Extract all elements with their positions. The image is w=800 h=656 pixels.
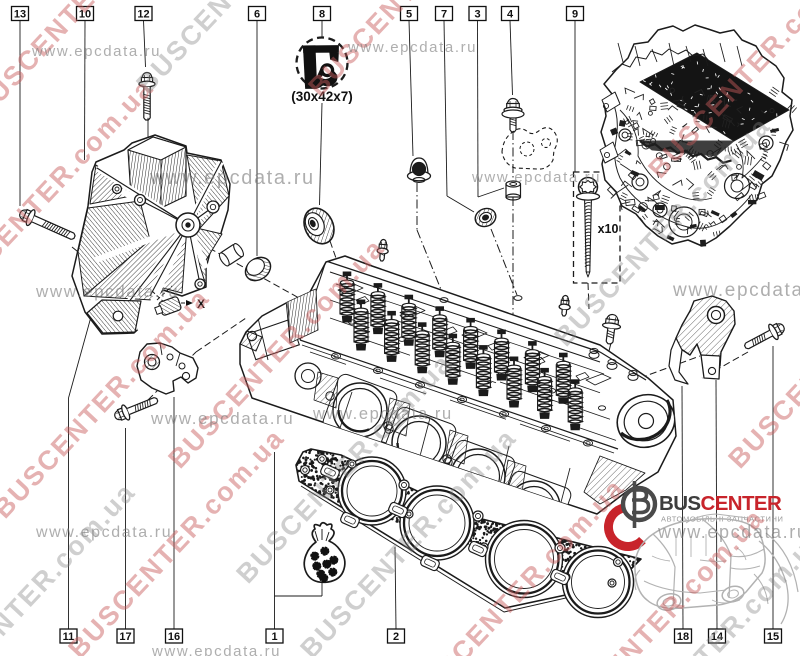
svg-text:www.epcdata.ru: www.epcdata.ru: [471, 169, 601, 186]
svg-text:www.epcdata.ru: www.epcdata.ru: [149, 167, 315, 189]
svg-text:www.epcdata.ru: www.epcdata.ru: [150, 409, 294, 428]
svg-text:www.epcdata.ru: www.epcdata.ru: [31, 43, 161, 60]
svg-text:www.epcdata.ru: www.epcdata.ru: [347, 39, 477, 56]
svg-text:12: 12: [137, 9, 149, 21]
svg-text:2: 2: [393, 631, 399, 643]
svg-text:4: 4: [507, 9, 514, 21]
svg-text:www.epcdata.ru: www.epcdata.ru: [35, 524, 172, 541]
svg-text:x10: x10: [598, 222, 619, 236]
svg-text:13: 13: [14, 9, 26, 21]
svg-text:8: 8: [319, 9, 325, 21]
svg-text:16: 16: [168, 631, 180, 643]
svg-text:3: 3: [474, 9, 480, 21]
svg-text:17: 17: [119, 631, 131, 643]
svg-text:9: 9: [572, 9, 578, 21]
svg-text:(30x42x7): (30x42x7): [291, 89, 353, 104]
svg-text:1: 1: [271, 631, 277, 643]
svg-text:BUSCENTER: BUSCENTER: [659, 492, 782, 515]
svg-text:www.epcdata.ru: www.epcdata.ru: [657, 522, 800, 542]
svg-text:6: 6: [254, 9, 260, 21]
svg-text:www.epcdata.ru: www.epcdata.ru: [35, 282, 179, 301]
svg-text:7: 7: [441, 9, 447, 21]
svg-text:15: 15: [767, 631, 779, 643]
svg-text:18: 18: [677, 631, 689, 643]
svg-text:www.epcdata.ru: www.epcdata.ru: [672, 280, 800, 301]
svg-text:X: X: [197, 297, 205, 311]
svg-text:www.epcdata.ru: www.epcdata.ru: [151, 643, 281, 656]
svg-text:www.epcdata.ru: www.epcdata.ru: [312, 405, 453, 423]
